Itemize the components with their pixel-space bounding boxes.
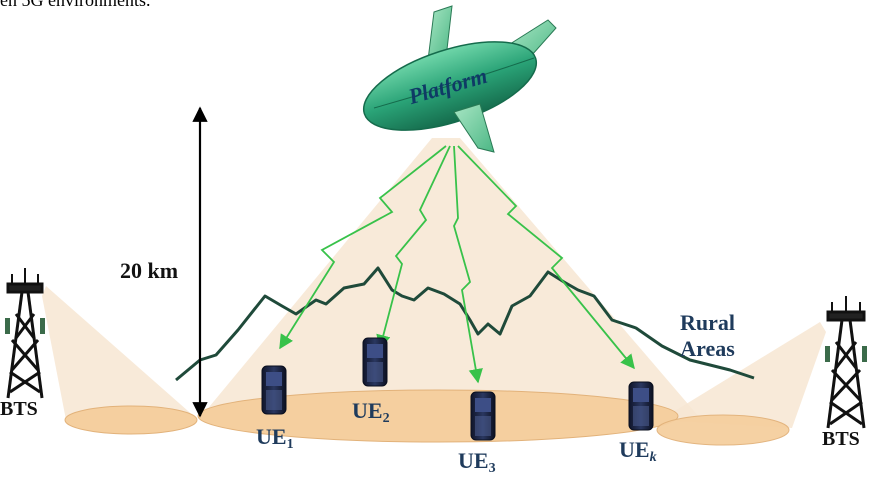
left-bts-footprint [64, 405, 198, 435]
link-to-ue2 [376, 145, 451, 350]
rural-areas-label: Rural Areas [680, 310, 735, 362]
altitude-label: 20 km [120, 258, 179, 283]
ue1-phone-icon [261, 365, 287, 415]
caption-fragment: en 5G environments. [0, 0, 151, 10]
left-bts-label: BTS [0, 398, 38, 420]
ue3-phone-icon [470, 391, 496, 441]
ue2-label-sub: 2 [382, 411, 390, 426]
right-bts-label: BTS [822, 428, 860, 450]
ue2-label-base: UE [352, 398, 383, 423]
rural-areas-line2: Areas [680, 336, 735, 361]
link-to-ue3 [453, 145, 483, 384]
ue2-label: UE2 [352, 398, 390, 427]
wireless-links [279, 145, 635, 384]
right-bts-tower [825, 296, 867, 429]
uek-label-base: UE [619, 437, 650, 462]
ue1-label-base: UE [256, 424, 287, 449]
airship-bottom-fin [453, 103, 495, 153]
platform-airship: Platform [362, 5, 557, 153]
ue3-label: UE3 [458, 448, 496, 477]
rural-areas-line1: Rural [680, 310, 735, 335]
rural-terrain-ridge [175, 266, 755, 382]
platform-beam-cone [200, 138, 700, 418]
ue3-label-base: UE [458, 448, 489, 473]
link-to-uek [457, 145, 635, 370]
right-bts-footprint [656, 414, 790, 446]
left-bts-beam [42, 286, 196, 420]
left-bts-tower [5, 268, 45, 399]
ue2-phone-icon [362, 337, 388, 387]
uek-label: UEk [619, 437, 657, 466]
ue1-label-sub: 1 [286, 437, 294, 452]
link-to-ue1 [279, 145, 447, 350]
ue1-label: UE1 [256, 424, 294, 453]
uek-phone-icon [628, 381, 654, 431]
airship-ribline [373, 57, 535, 109]
uek-label-sub: k [649, 450, 657, 465]
ue3-label-sub: 3 [488, 461, 496, 476]
